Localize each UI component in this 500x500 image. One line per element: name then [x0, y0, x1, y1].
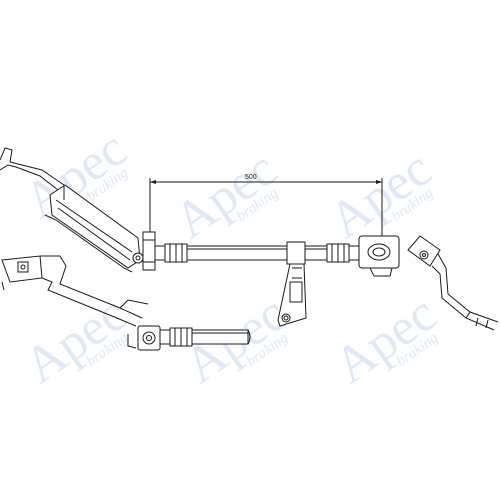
right-bracket	[407, 235, 499, 331]
upper-hose	[142, 231, 400, 327]
watermark-6: Apec braking	[324, 285, 447, 395]
watermark-2: Apec braking	[164, 140, 287, 250]
lower-hose	[137, 325, 251, 351]
dimension-label: 500	[245, 174, 257, 181]
dimension-line: 500	[149, 174, 383, 238]
lower-left-bracket	[1, 255, 149, 349]
upper-left-bracket	[0, 147, 144, 273]
